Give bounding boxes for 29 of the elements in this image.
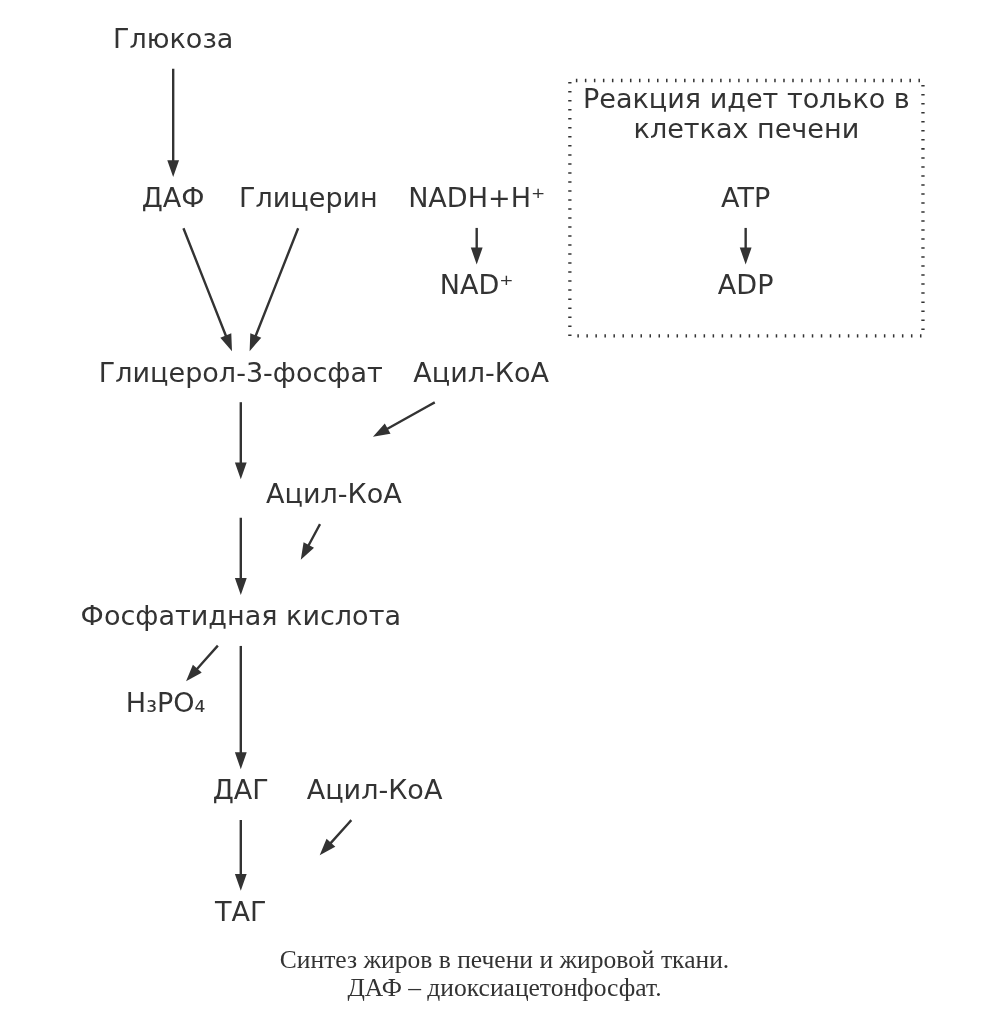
node-text: ДАФ bbox=[141, 182, 205, 214]
arrow bbox=[300, 523, 321, 560]
arrow bbox=[185, 644, 219, 682]
node-text: Ацил-КоА bbox=[412, 356, 549, 388]
node-text: Глицерол-3-фосфат bbox=[98, 356, 383, 388]
node-text: NADH+H⁺ bbox=[407, 182, 545, 214]
node-text: NAD⁺ bbox=[439, 269, 514, 301]
node-text: ДАГ bbox=[212, 774, 269, 806]
arrow bbox=[739, 227, 752, 265]
arrow bbox=[234, 645, 247, 770]
node-text: Ацил-КоА bbox=[265, 478, 402, 510]
node-text: ADP bbox=[717, 269, 773, 301]
node-text: Фосфатидная кислота bbox=[80, 600, 401, 632]
arrow bbox=[181, 227, 232, 352]
node-text: H₃PO₄ bbox=[125, 687, 205, 719]
arrow bbox=[234, 820, 247, 891]
node-text: ТАГ bbox=[214, 896, 267, 928]
arrow bbox=[319, 819, 352, 856]
node-text: Глицерин bbox=[238, 182, 378, 214]
node-text: Глюкоза bbox=[112, 23, 233, 55]
arrow bbox=[470, 227, 483, 265]
node-text: ATP bbox=[720, 182, 770, 214]
arrow bbox=[372, 401, 435, 437]
arrow bbox=[166, 68, 179, 177]
arrow bbox=[249, 227, 299, 352]
node-text: Ацил-КоА bbox=[306, 774, 442, 806]
arrow bbox=[234, 402, 247, 480]
arrow bbox=[234, 517, 247, 595]
caption: Синтез жиров в печени и жировой ткани. ДАФ – диоксиацетонфосфат. bbox=[279, 944, 729, 1003]
